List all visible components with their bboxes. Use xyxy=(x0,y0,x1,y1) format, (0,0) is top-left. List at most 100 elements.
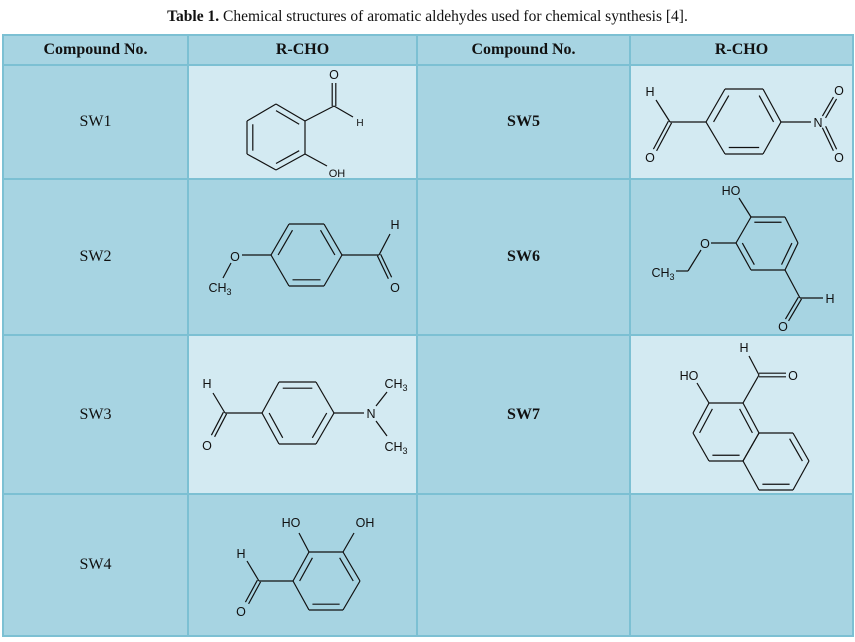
ring-bond xyxy=(705,88,726,123)
table-caption: Table 1. Chemical structures of aromatic… xyxy=(0,8,855,26)
single-bond xyxy=(742,374,760,404)
ring-bond xyxy=(246,103,277,122)
single-bond xyxy=(333,105,354,118)
ring-double-bond xyxy=(780,242,793,265)
ring-double-bond xyxy=(699,408,713,434)
ring-double-bond xyxy=(713,95,730,123)
double-bond xyxy=(825,98,838,119)
ring-double-bond xyxy=(299,557,313,582)
ring-bond xyxy=(261,412,280,445)
single-bond xyxy=(212,392,226,414)
atom-label: CH3 xyxy=(208,281,231,297)
ring-bond xyxy=(692,432,710,462)
ring-double-bond xyxy=(311,412,328,439)
table-row: SW2 O CH3 H O SW6 HO O CH3 H O xyxy=(2,178,854,336)
single-bond xyxy=(375,391,388,407)
ring-bond xyxy=(742,432,760,462)
atom-label: HO xyxy=(282,516,301,530)
ring-bond xyxy=(342,551,361,582)
sw7-structure: HO H O xyxy=(680,341,810,491)
ring-bond xyxy=(762,121,782,155)
single-bond xyxy=(655,99,671,123)
atom-label: H xyxy=(202,377,211,391)
structure-cell: H O N CH3 CH3 xyxy=(187,334,418,495)
structure-cell: HO OH H O xyxy=(187,493,418,637)
aldehyde-structures-table: Compound No. R-CHO Compound No. R-CHO SW… xyxy=(2,34,854,637)
ring-bond xyxy=(315,381,335,414)
structure-cell: HO H O xyxy=(629,334,854,495)
single-bond xyxy=(304,105,335,122)
ring-double-bond xyxy=(739,408,753,434)
atom-label: H xyxy=(739,341,748,355)
ring-bond xyxy=(705,121,726,155)
single-bond xyxy=(342,532,355,553)
ring-bond xyxy=(742,402,760,434)
table-row: SW4 HO OH H O xyxy=(2,493,854,637)
double-bond xyxy=(784,296,799,320)
double-bond xyxy=(214,413,228,438)
atom-label: H xyxy=(645,85,654,99)
single-bond xyxy=(687,249,702,272)
single-bond xyxy=(298,532,310,553)
table-row: SW1 O H OH SW5 H O N O O xyxy=(2,64,854,180)
double-bond xyxy=(652,120,669,150)
ring-double-bond xyxy=(789,438,803,462)
ring-bond xyxy=(323,254,343,287)
structure-cell: O CH3 H O xyxy=(187,178,418,336)
ring-bond xyxy=(270,254,290,287)
compound-name: SW6 xyxy=(416,178,631,336)
double-bond xyxy=(821,127,834,152)
double-bond xyxy=(248,581,262,605)
single-bond xyxy=(304,153,328,167)
ring-bond xyxy=(292,551,310,582)
ring-bond xyxy=(735,242,752,271)
ring-bond xyxy=(315,412,335,445)
single-bond xyxy=(222,262,232,279)
ring-bond xyxy=(275,103,306,122)
ring-double-bond xyxy=(741,242,755,265)
ring-double-bond xyxy=(277,229,294,256)
double-bond xyxy=(380,253,393,278)
atom-label: HO xyxy=(680,369,699,383)
atom-label: H xyxy=(236,547,245,561)
ring-bond xyxy=(270,223,290,256)
ring-double-bond xyxy=(758,95,775,123)
header-row: Compound No. R-CHO Compound No. R-CHO xyxy=(2,34,854,66)
double-bond xyxy=(376,255,389,280)
atom-label: O xyxy=(230,250,240,264)
structure-cell: O H OH xyxy=(187,64,418,180)
single-bond xyxy=(375,420,388,437)
atom-label: CH3 xyxy=(384,377,407,393)
ring-bond xyxy=(323,223,343,256)
atom-label: O xyxy=(202,439,212,453)
double-bond xyxy=(244,579,258,603)
ring-bond xyxy=(735,216,752,244)
header-compound-no: Compound No. xyxy=(2,34,189,66)
sw2-structure: O CH3 H O xyxy=(208,218,400,297)
double-bond xyxy=(656,122,673,152)
atom-label: O xyxy=(778,320,788,334)
atom-label: O xyxy=(834,151,844,165)
header-r-cho: R-CHO xyxy=(187,34,418,66)
atom-label: N xyxy=(366,407,375,421)
atom-label: H xyxy=(356,118,363,129)
empty-cell xyxy=(416,493,631,637)
single-bond xyxy=(696,382,710,404)
sw3-structure: H O N CH3 CH3 xyxy=(202,377,407,456)
sw5-structure: H O N O O xyxy=(645,84,844,165)
ring-bond xyxy=(784,242,799,271)
structure-cell: HO O CH3 H O xyxy=(629,178,854,336)
compound-name: SW4 xyxy=(2,493,189,637)
atom-label: CH3 xyxy=(384,440,407,456)
compound-name: SW2 xyxy=(2,178,189,336)
ring-bond xyxy=(261,381,280,414)
ring-bond xyxy=(784,216,799,244)
atom-label: O xyxy=(645,151,655,165)
empty-cell xyxy=(629,493,854,637)
ring-bond xyxy=(792,460,810,491)
structure-cell: H O N O O xyxy=(629,64,854,180)
ring-bond xyxy=(742,460,760,491)
atom-label: OH xyxy=(329,168,346,178)
double-bond xyxy=(821,96,834,117)
atom-label: HO xyxy=(722,184,741,198)
